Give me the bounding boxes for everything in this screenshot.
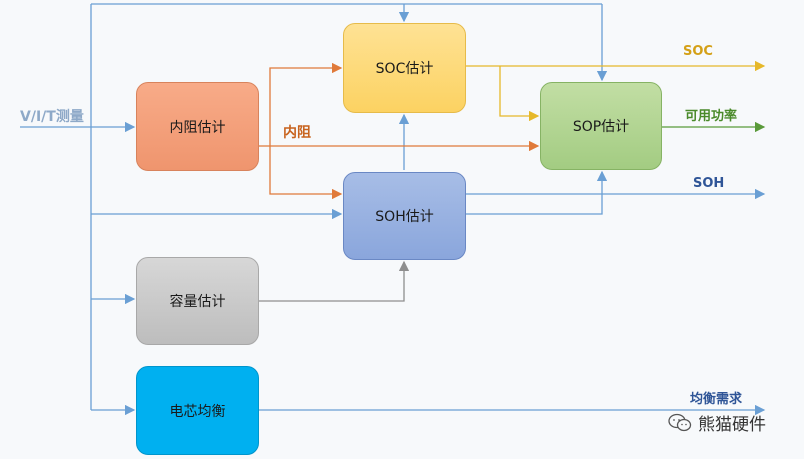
res-to-soh — [269, 146, 343, 200]
capacity-estimation-block: 容量估计 — [136, 257, 259, 345]
soc-estimation-label: SOC估计 — [375, 61, 434, 77]
res-to-soc — [269, 62, 343, 146]
soh-output-label: SOH — [693, 176, 725, 191]
power-output-label: 可用功率 — [685, 109, 738, 124]
soc-estimation-block: SOC估计 — [343, 23, 466, 113]
soc-output-label: SOC — [683, 44, 713, 59]
capacity-to-soh — [259, 260, 410, 302]
soh-to-sop — [466, 170, 608, 215]
cell-balance-label: 电芯均衡 — [169, 403, 226, 420]
internal-resistance-label: 内阻估计 — [169, 119, 226, 136]
watermark-text: 熊猫硬件 — [698, 415, 766, 435]
internal-resistance-block: 内阻估计 — [136, 82, 259, 171]
capacity-estimation-label: 容量估计 — [169, 294, 226, 310]
soh-estimation-block: SOH估计 — [343, 172, 466, 260]
wechat-icon — [668, 413, 692, 431]
cell-balance-block: 电芯均衡 — [136, 366, 259, 455]
sop-estimation-label: SOP估计 — [572, 119, 630, 135]
resistance-edge-label: 内阻 — [283, 125, 311, 141]
soh-estimation-label: SOH估计 — [375, 209, 434, 225]
balance-output-label: 均衡需求 — [690, 392, 743, 407]
watermark: 熊猫硬件 — [668, 410, 766, 435]
soc-to-sop — [499, 66, 540, 122]
input-label: V/I/T测量 — [20, 109, 84, 125]
sop-estimation-block: SOP估计 — [540, 82, 662, 170]
